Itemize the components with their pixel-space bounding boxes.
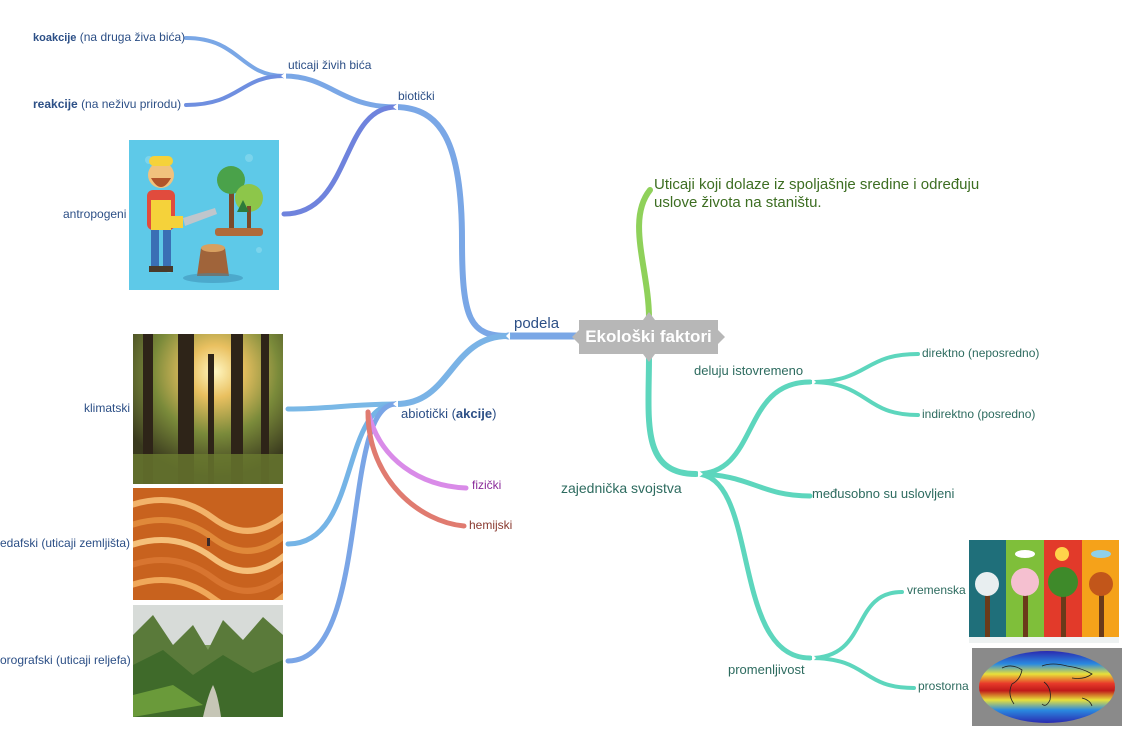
link-abioticki-edafski	[285, 401, 399, 547]
podela-label[interactable]: podela	[514, 315, 560, 332]
abioticki-pre: abiotički (	[401, 406, 456, 421]
central-bottom-notch	[643, 354, 655, 362]
mountain-valley-photo	[133, 605, 283, 717]
orografski-label[interactable]: orografski (uticaji reljefa)	[0, 653, 131, 667]
uticaji-zivih-label[interactable]: uticaji živih bića	[288, 58, 372, 72]
lumberjack-illustration	[129, 140, 279, 290]
central-topic[interactable]: Ekološki faktori	[572, 320, 725, 354]
prostorna-label[interactable]: prostorna	[918, 679, 969, 693]
edafski-label[interactable]: edafski (uticaji zemljišta)	[0, 536, 131, 550]
link-abioticki-orografski	[285, 401, 399, 664]
link-zajednicka-medjusobno	[693, 471, 813, 499]
link-deluju-indirektno	[808, 380, 920, 417]
promenljivost-label[interactable]: promenljivost	[728, 662, 805, 677]
bioticki-label[interactable]: biotički	[398, 89, 435, 103]
link-podela-abioticki	[393, 333, 511, 407]
world-temperature-map	[972, 648, 1122, 726]
definition-line-2: uslove života na staništu.	[654, 194, 822, 211]
link-central-zajednicka	[645, 353, 699, 477]
link-uticaji-reakcije	[184, 74, 286, 107]
klimatski-label[interactable]: klimatski	[84, 401, 131, 415]
abioticki-bold: akcije	[455, 406, 493, 421]
link-bioticki-antropogeni	[281, 104, 399, 217]
link-zajednicka-deluju	[693, 379, 813, 477]
sandstone-waves-photo	[133, 488, 283, 600]
hemijski-label[interactable]: hemijski	[469, 518, 513, 532]
fizicki-label[interactable]: fizički	[472, 478, 502, 492]
link-abioticki-hemijski	[365, 409, 467, 529]
forest-sunlight-photo	[133, 334, 283, 484]
direktno-label[interactable]: direktno (neposredno)	[922, 346, 1040, 360]
reakcije-label[interactable]: reakcije (na neživu prirodu)	[33, 97, 181, 111]
link-promenljivost-prostorna	[808, 656, 916, 690]
link-abioticki-klimatski	[285, 401, 399, 412]
abioticki-label[interactable]: abiotički (akcije)	[401, 407, 496, 421]
deluju-label[interactable]: deluju istovremeno	[694, 363, 804, 378]
central-top-notch	[643, 312, 655, 320]
koakcije-rest: (na druga živa bića)	[79, 30, 186, 44]
link-promenljivost-vremenska	[808, 590, 904, 660]
link-podela-bioticki	[393, 104, 511, 339]
definition-line-1: Uticaji koji dolaze iz spoljašnje sredin…	[654, 176, 980, 193]
link-central-definition	[636, 187, 653, 321]
link-zajednicka-promenljivost	[693, 471, 813, 661]
medjusobno-label[interactable]: međusobno su uslovljeni	[812, 486, 955, 501]
abioticki-post: )	[492, 406, 497, 421]
vremenska-label[interactable]: vremenska	[907, 583, 966, 597]
link-bioticki-uticaji	[281, 73, 399, 110]
antropogeni-label[interactable]: antropogeni	[63, 207, 127, 221]
zajednicka-label[interactable]: zajednička svojstva	[561, 480, 682, 496]
reakcije-bold: reakcije	[33, 97, 78, 111]
koakcije-label[interactable]: koakcije (na druga živa bića)	[33, 30, 185, 45]
reakcije-rest: (na neživu prirodu)	[81, 97, 182, 111]
indirektno-label[interactable]: indirektno (posredno)	[922, 407, 1036, 421]
link-uticaji-koakcije	[184, 36, 286, 78]
seasons-illustration	[969, 540, 1119, 643]
link-deluju-direktno	[808, 352, 920, 384]
link-abioticki-fizicki	[365, 409, 469, 491]
definition-text[interactable]: Uticaji koji dolaze iz spoljašnje sredin…	[654, 176, 979, 212]
koakcije-bold: koakcije	[33, 32, 77, 44]
